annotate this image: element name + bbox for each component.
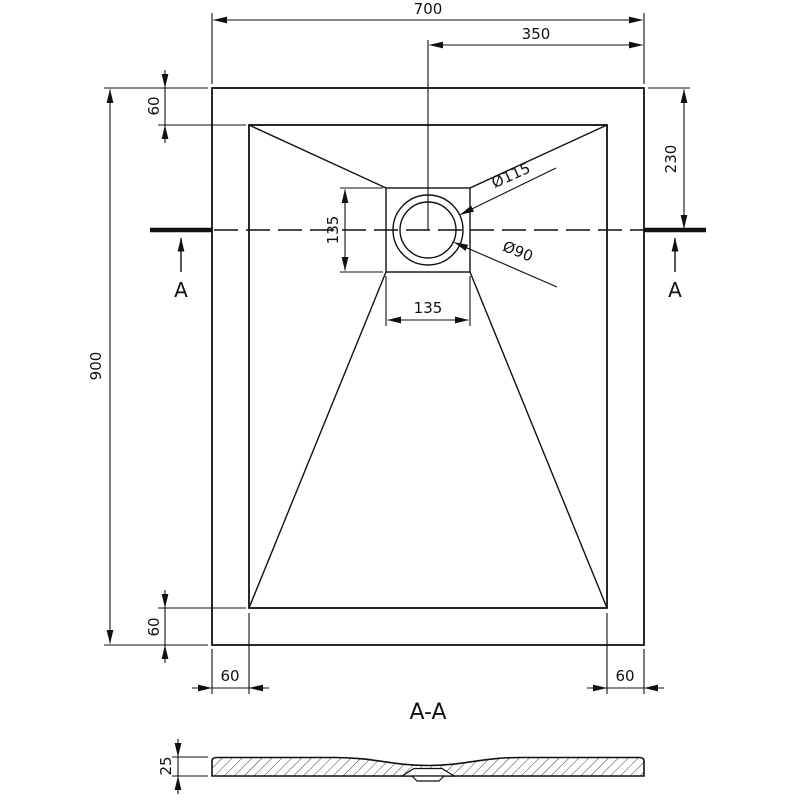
slope-line-top-right <box>469 124 608 189</box>
section-cut-line: A A <box>150 227 706 302</box>
section-label-left: A <box>174 278 188 302</box>
extension-lines <box>104 13 690 777</box>
dim-bottom-margin-label: 60 <box>145 617 163 636</box>
dimensions: 700 350 60 900 230 135 13 <box>87 0 688 692</box>
dim-top-margin-label: 60 <box>145 96 163 115</box>
label-dia-inner: Ø90 <box>500 237 535 265</box>
section-title: A-A <box>409 700 446 725</box>
tray-profile <box>211 756 645 777</box>
dim-thickness-label: 25 <box>157 756 175 775</box>
profile-drain-outlet <box>410 775 446 782</box>
dim-drain-width-label: 135 <box>414 299 443 317</box>
dim-side-right-label: 60 <box>615 667 634 685</box>
dim-center-to-right-label: 350 <box>522 25 551 43</box>
slope-line-bottom-right <box>469 271 608 609</box>
section-label-right: A <box>668 278 682 302</box>
dim-width-label: 700 <box>414 0 443 18</box>
label-dia-outer: Ø115 <box>489 159 533 192</box>
section-view: A-A 25 <box>157 700 645 794</box>
slope-line-top-left <box>248 124 387 189</box>
slope-line-bottom-left <box>248 271 387 609</box>
dim-side-left-label: 60 <box>220 667 239 685</box>
dim-height-label: 900 <box>87 352 105 381</box>
dim-drain-from-top-label: 230 <box>662 145 680 174</box>
